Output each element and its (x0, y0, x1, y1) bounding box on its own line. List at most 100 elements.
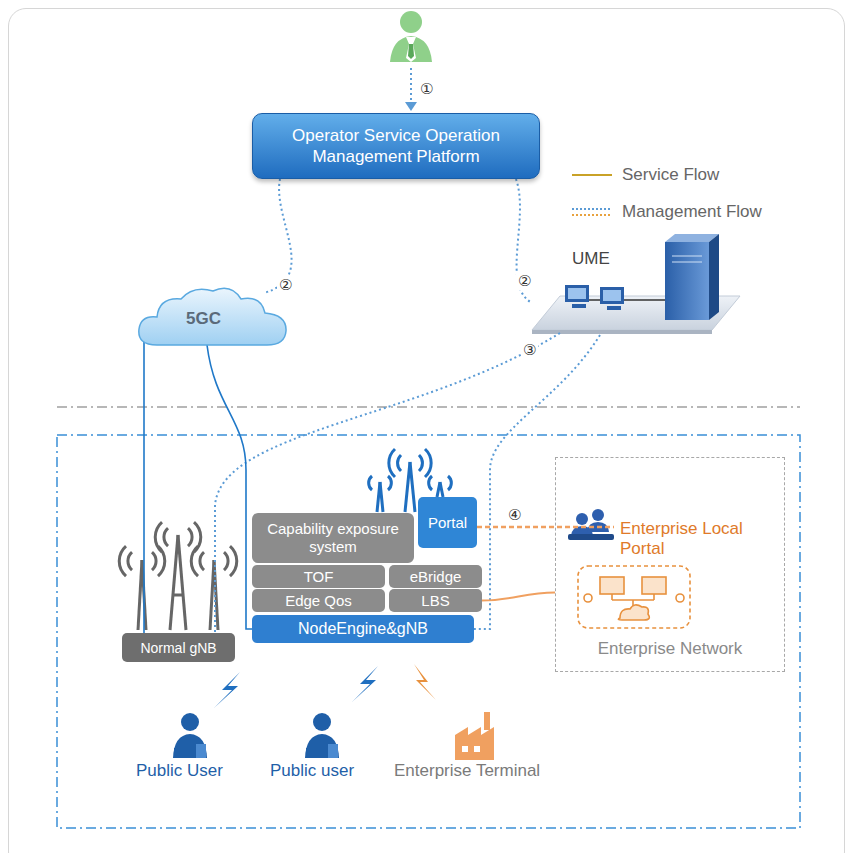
connector (474, 335, 600, 629)
nodeengine-antenna-part (429, 476, 432, 490)
ume-illustration-part (672, 262, 702, 263)
operator-person-icon-part (406, 37, 416, 62)
public-user-icon (173, 713, 207, 758)
connector (215, 333, 560, 633)
public-user-icon-part (174, 748, 198, 758)
cloud-node: 5GC (135, 283, 290, 348)
normal-gnb-antenna-part (152, 552, 156, 570)
legend-sample-part (572, 214, 612, 216)
legend-text: Management Flow (622, 202, 762, 222)
normal-gnb-antenna-part (191, 546, 198, 576)
function-box: LBS (389, 589, 482, 612)
connector-part (477, 526, 614, 529)
enterprise-network-box: Enterprise Network Enterprise Local Porta… (555, 457, 785, 672)
nodeengine-antenna-part (425, 449, 431, 477)
public-user-icon-part (181, 713, 199, 731)
ume-illustration-part (665, 242, 709, 320)
function-box: TOF (252, 565, 385, 588)
operator-person-icon-part (390, 36, 432, 62)
lightning (414, 664, 436, 700)
nodeengine-bar: NodeEngine&gNB (252, 615, 474, 643)
operator-arrow (405, 68, 417, 111)
nodeengine-antenna-part (380, 482, 383, 512)
node-text: TOF (304, 568, 334, 585)
public-user-icon-part (328, 744, 338, 758)
node-text: 5GC (186, 309, 221, 329)
operator-person-icon-part (408, 44, 414, 59)
connector-part (215, 333, 560, 633)
factory-icon-part (484, 712, 490, 730)
normal-gnb-antenna-part (230, 546, 237, 576)
normal-gnb-antenna-part (119, 546, 126, 576)
legend-row: Management Flow (570, 201, 762, 223)
connector (482, 593, 555, 601)
ume-illustration-part (607, 306, 621, 310)
legend-sample-part (572, 208, 612, 210)
enterprise-network-illustration-part (584, 594, 592, 602)
local-portal-icon-part (576, 513, 588, 525)
legend-sample (570, 167, 614, 183)
connector-part (143, 334, 145, 633)
portal-box: Portal (418, 497, 477, 548)
node-text: UME (572, 249, 755, 269)
normal-gnb-antenna-part (224, 552, 228, 570)
user-label: Public User (136, 761, 223, 781)
local-portal-icon (568, 509, 614, 540)
ume-illustration-part (672, 256, 702, 257)
node-text: Operator Service Operation Management Pl… (263, 125, 529, 167)
nodeengine-antenna-part (448, 476, 451, 490)
nodeengine-antenna-part (410, 462, 415, 512)
local-portal-icon-part (568, 534, 614, 540)
ume-illustration-part (603, 290, 621, 301)
node-text: Normal gNB (140, 640, 216, 656)
ume-illustration-part (709, 234, 719, 320)
ume-illustration-part (600, 287, 624, 304)
callout-number: ④ (506, 506, 523, 524)
operator-person-icon-part (400, 11, 422, 33)
nodeengine-antenna-part (389, 449, 395, 477)
connector-part (474, 335, 600, 629)
factory-icon (455, 712, 494, 760)
normal-gnb-antenna-part (172, 594, 184, 597)
node-text: Enterprise Local Portal (620, 519, 774, 559)
lightning (352, 666, 378, 702)
terminal-label: Enterprise Terminal (394, 761, 540, 781)
node-text: Capability exposure system (258, 520, 408, 556)
nodeengine-antenna-part (398, 455, 401, 471)
operator-arrow-part (405, 102, 417, 111)
connector-part (482, 593, 555, 601)
enterprise-network-illustration (578, 566, 690, 628)
enterprise-network-illustration-part (618, 605, 649, 620)
public-user-icon-part (196, 744, 206, 758)
connector-part (207, 345, 252, 629)
public-user-icon-part (305, 734, 339, 758)
public-user-icon-part (306, 748, 330, 758)
normal-gnb-antenna-part (178, 535, 186, 630)
local-portal-node: Enterprise Local Portal (614, 508, 774, 568)
public-user-icon-part (173, 734, 207, 758)
normal-gnb-antenna (119, 522, 237, 630)
legend-sample-part (572, 174, 612, 176)
platform-box: Operator Service Operation Management Pl… (252, 113, 540, 179)
normal-gnb-antenna-part (158, 546, 165, 576)
operator-arrow-part (410, 68, 412, 104)
ume-illustration-part (572, 304, 586, 308)
nodeengine-antenna-part (419, 455, 422, 471)
lightning (214, 672, 240, 708)
node-text: NodeEngine&gNB (298, 620, 428, 638)
enterprise-network-illustration-part (611, 594, 613, 600)
ume-illustration-part (589, 299, 600, 301)
connector (144, 334, 145, 633)
factory-icon-part (462, 746, 468, 752)
public-user-icon-part (313, 713, 331, 731)
normal-gnb-antenna-part (200, 552, 204, 570)
function-box: eBridge (389, 565, 482, 588)
capability-box: Capability exposure system (252, 513, 414, 563)
callout-number: ② (516, 272, 533, 290)
callout-number: ② (277, 276, 294, 294)
node-text: Enterprise Network (598, 639, 743, 659)
enterprise-network-illustration-part (653, 594, 655, 600)
legend-row: Service Flow (570, 164, 719, 186)
ume-illustration-part (565, 285, 589, 302)
